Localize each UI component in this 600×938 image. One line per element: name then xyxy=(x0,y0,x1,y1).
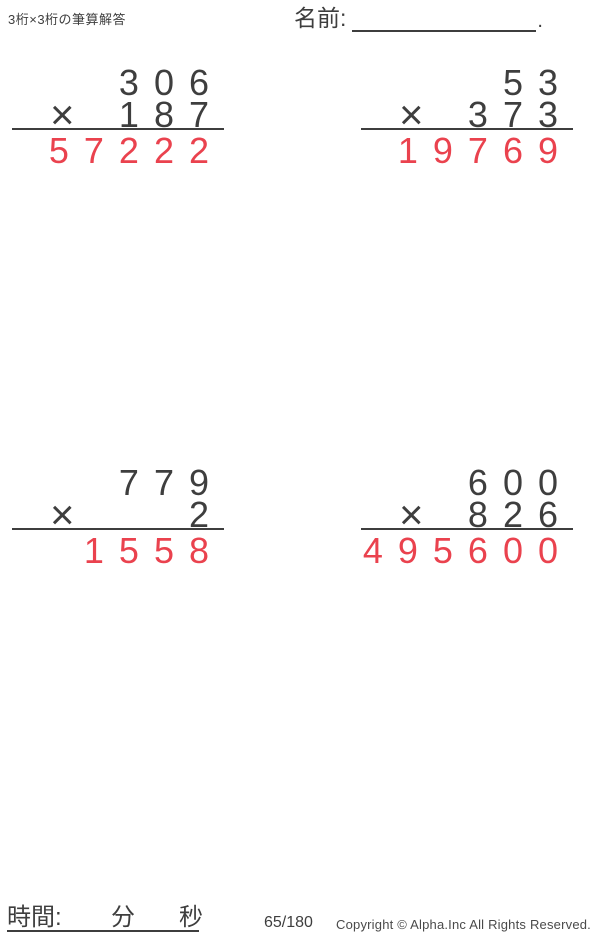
problem-2-multiplier: 373 xyxy=(467,94,573,135)
page-title: 3桁×3桁の筆算解答 xyxy=(8,12,127,27)
minutes-label: 分 xyxy=(111,904,135,931)
multiply-sign: × xyxy=(50,90,75,138)
problem-3-multiplier: 2 xyxy=(188,494,224,535)
page-number: 65/180 xyxy=(264,914,313,931)
time-label: 時間: xyxy=(7,904,62,931)
problem-1-multiplier-row: × 187 xyxy=(12,90,224,138)
problem-3: 779 × 2 1558 xyxy=(12,462,224,571)
problem-1: 306 × 187 57222 xyxy=(12,62,224,171)
problem-1-answer: 57222 xyxy=(48,130,224,171)
name-blank-line xyxy=(352,6,537,32)
problem-4-multiplicand: 600 xyxy=(467,462,573,503)
seconds-label: 秒 xyxy=(179,904,203,931)
problem-1-multiplier: 187 xyxy=(118,94,224,135)
multiply-sign: × xyxy=(50,490,75,538)
time-field: 時間: 分 秒 xyxy=(7,904,203,932)
name-line-period: . xyxy=(537,10,543,32)
problem-2-answer: 19769 xyxy=(397,130,573,171)
problem-4: 600 × 826 495600 xyxy=(361,462,573,571)
problem-1-multiplicand: 306 xyxy=(118,62,224,103)
problem-4-answer: 495600 xyxy=(362,530,573,571)
problem-2-multiplier-row: × 373 xyxy=(361,90,573,138)
name-field: 名前: . xyxy=(294,4,543,32)
problem-4-multiplier-row: × 826 xyxy=(361,490,573,538)
problem-2-multiplicand: 53 xyxy=(502,62,573,103)
problem-2: 53 × 373 19769 xyxy=(361,62,573,171)
name-label: 名前: xyxy=(294,5,347,31)
problem-3-multiplier-row: × 2 xyxy=(12,490,224,538)
multiply-sign: × xyxy=(399,90,424,138)
problem-3-answer: 1558 xyxy=(83,530,224,571)
problem-3-multiplicand: 779 xyxy=(118,462,224,503)
problem-4-multiplier: 826 xyxy=(467,494,573,535)
copyright-notice: Copyright © Alpha.Inc All Rights Reserve… xyxy=(336,917,591,932)
multiply-sign: × xyxy=(399,490,424,538)
